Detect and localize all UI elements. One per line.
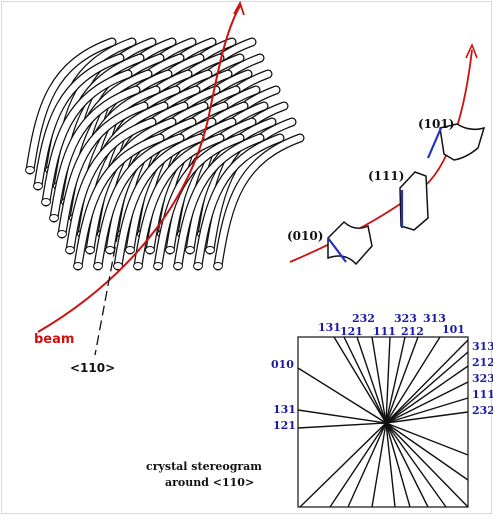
beam-arrowhead xyxy=(233,0,245,16)
channel-tube-end xyxy=(173,262,183,270)
stereo-top-label-131: 131 xyxy=(318,321,341,334)
channel-tube-end xyxy=(33,182,43,190)
channel-tube-fill xyxy=(58,102,148,238)
plane-trace-line xyxy=(297,422,387,429)
channel-tube-end xyxy=(57,230,67,238)
channel-tube-end xyxy=(165,246,175,254)
plane-010-label: (010) xyxy=(287,229,323,243)
stereo-top-label-101: 101 xyxy=(442,323,465,336)
stereo-left-label-131: 131 xyxy=(273,403,296,416)
plane-trace-line xyxy=(385,336,441,424)
plane-trace-line xyxy=(385,381,469,424)
plane-trace-line xyxy=(385,422,396,508)
plane-trace-line xyxy=(385,422,429,508)
plane-trace-line xyxy=(297,367,387,424)
plane-trace-line xyxy=(385,365,469,424)
channel-tube-fill xyxy=(42,70,132,206)
channel-tube-end xyxy=(205,246,215,254)
plane-trace-line xyxy=(356,336,387,424)
channel-tube-end xyxy=(25,166,35,174)
axis-110-label: <110> xyxy=(70,361,115,375)
channel-tube-fill xyxy=(50,86,140,222)
plane-101-label: (101) xyxy=(418,117,454,131)
channel-tube-fill xyxy=(114,134,204,270)
stereo-right-label-111: 111 xyxy=(472,388,493,401)
stereo-top-label-323: 323 xyxy=(394,312,417,325)
plane-trace-line xyxy=(347,422,387,508)
plane-111 xyxy=(399,171,429,231)
bent-crystal-channels xyxy=(25,37,305,271)
channel-tube-fill xyxy=(194,134,284,270)
channel-tube-end xyxy=(105,246,115,254)
stereo-top-label-232: 232 xyxy=(352,312,375,325)
channel-tube-fill xyxy=(174,134,264,270)
stereo-right-label-232: 232 xyxy=(472,404,493,417)
plane-trace-line xyxy=(385,411,469,424)
plane-trace-line xyxy=(299,422,387,508)
beam-label: beam xyxy=(34,332,74,347)
stereo-right-label-212: 212 xyxy=(472,356,493,369)
channel-tube-end xyxy=(49,214,59,222)
beam-arrowhead-planes xyxy=(465,42,478,59)
plane-111-label: (111) xyxy=(368,169,404,183)
stereo-left-label-121: 121 xyxy=(273,419,296,432)
plane-101 xyxy=(426,123,486,161)
stereo-right-label-323: 323 xyxy=(472,372,493,385)
plane-trace-line xyxy=(385,422,469,508)
plane-010 xyxy=(327,220,373,266)
plane-trace-line xyxy=(385,336,419,424)
channel-tube-end xyxy=(73,262,83,270)
plane-trace-line xyxy=(385,397,469,424)
channel-tube-end xyxy=(85,246,95,254)
plane-trace-line xyxy=(371,422,387,508)
plane-trace-line xyxy=(385,351,469,424)
plane-trace-line xyxy=(371,336,387,424)
channel-tube-fill xyxy=(74,134,164,270)
channel-tube-end xyxy=(193,262,203,270)
caption-line-2: around <110> xyxy=(165,476,254,489)
stereo-top-label-212: 212 xyxy=(401,325,424,338)
channel-tube-fill xyxy=(34,54,124,190)
plane-trace-line xyxy=(385,336,406,424)
plane-trace-line xyxy=(333,336,387,424)
plane-trace-line xyxy=(385,422,469,481)
channel-tube-fill xyxy=(154,134,244,270)
stereo-top-label-111: 111 xyxy=(373,325,396,338)
axis-110-pointer xyxy=(94,231,119,356)
channel-tube-fill xyxy=(94,134,184,270)
plane-trace-line xyxy=(343,336,387,424)
channel-tube-end xyxy=(153,262,163,270)
channel-tube-end xyxy=(145,246,155,254)
stereo-top-label-121: 121 xyxy=(340,325,363,338)
plane-trace-line xyxy=(385,339,469,424)
channel-tube-fill xyxy=(66,118,156,254)
stereogram-plane-traces xyxy=(297,336,469,508)
plane-trace-line xyxy=(385,422,469,456)
channel-tube-end xyxy=(133,262,143,270)
channel-tube-end xyxy=(185,246,195,254)
beam-path xyxy=(37,5,241,333)
channel-tube-end xyxy=(65,246,75,254)
stereo-top-label-313: 313 xyxy=(423,312,446,325)
stereo-left-label-010: 010 xyxy=(271,358,294,371)
channel-tube-end xyxy=(41,198,51,206)
plane-trace-line xyxy=(385,422,447,508)
channel-tube-fill xyxy=(26,38,116,174)
plane-trace-line xyxy=(385,422,411,508)
plane-trace-line xyxy=(329,422,387,508)
channel-tube-end xyxy=(125,246,135,254)
channel-tube-fill xyxy=(214,134,304,270)
channel-tube-end xyxy=(213,262,223,270)
plane-trace-line xyxy=(297,409,387,424)
caption-line-1: crystal stereogram xyxy=(146,460,262,473)
channel-tube-end xyxy=(93,262,103,270)
stereo-right-label-313: 313 xyxy=(472,340,493,353)
plane-trace-line xyxy=(385,336,391,424)
